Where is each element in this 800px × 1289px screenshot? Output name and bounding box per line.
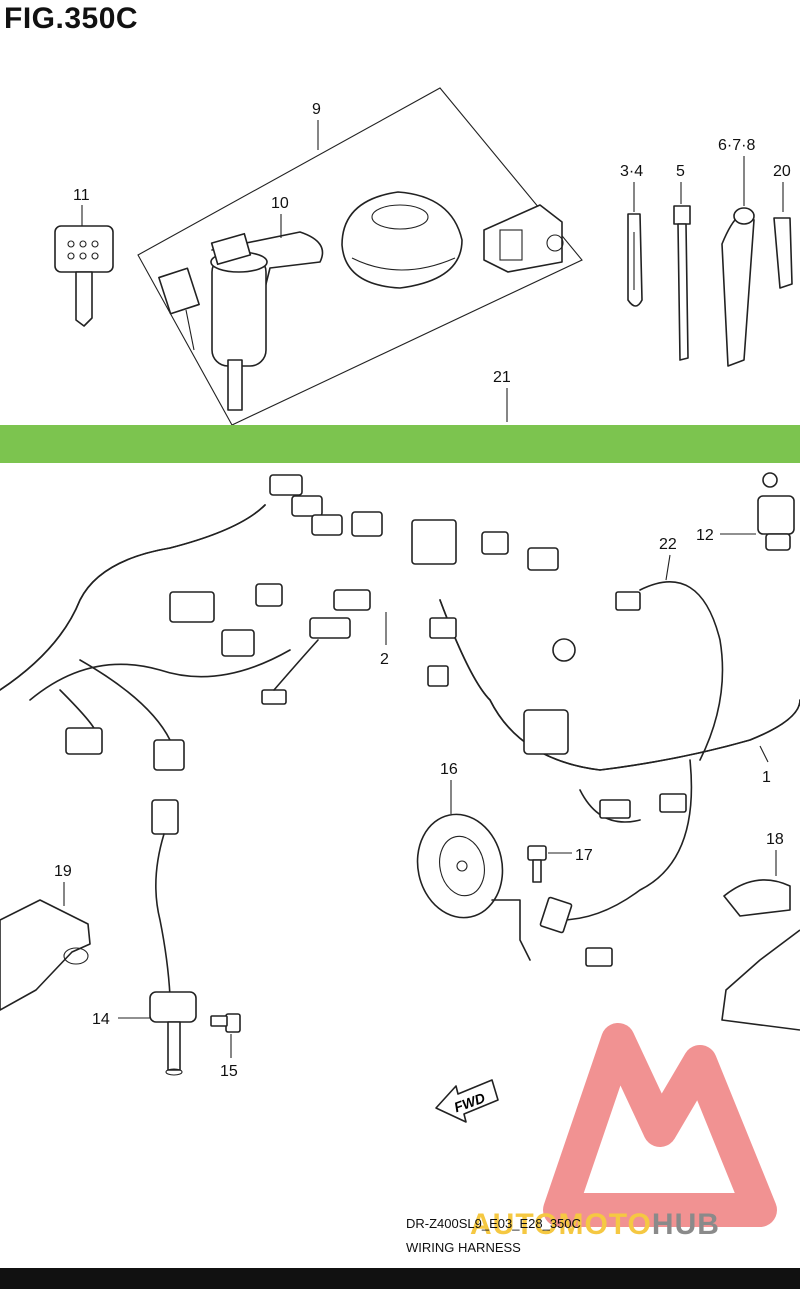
model-code: DR-Z400SL9_E03_E28_350C — [406, 1216, 581, 1231]
callout-22: 22 — [659, 536, 677, 553]
callout-15: 15 — [220, 1063, 238, 1080]
callout-11: 11 — [73, 187, 90, 204]
callout-17: 17 — [575, 847, 593, 864]
harness-right: 1 22 — [411, 519, 800, 967]
seat-lock — [483, 204, 564, 273]
brand-part-b: HUB — [651, 1208, 720, 1241]
callout-5: 5 — [676, 163, 685, 180]
callout-9: 9 — [312, 101, 321, 118]
bolt-17: 17 — [527, 845, 593, 883]
harness-left: 2 — [0, 474, 389, 771]
sensor-14: 14 — [92, 799, 197, 1076]
callout-1: 1 — [762, 769, 771, 786]
fuel-cap — [341, 191, 463, 289]
ignition-kit-group: 9 10 — [137, 87, 583, 426]
horn: 16 — [416, 761, 531, 961]
callout-18: 18 — [766, 831, 784, 848]
side-stand-switch: 12 — [696, 472, 795, 551]
callout-21: 21 — [493, 369, 511, 386]
bottom-bar — [0, 1268, 800, 1289]
callout-20: 20 — [773, 163, 791, 180]
callout-14: 14 — [92, 1011, 110, 1028]
bracket-18: 18 — [721, 831, 800, 1031]
figure-title: FIG.350C — [4, 2, 139, 35]
callout-19: 19 — [54, 863, 72, 880]
section-name: WIRING HARNESS — [406, 1240, 521, 1255]
forward-arrow: FWD — [435, 1079, 499, 1123]
callout-3-4: 3·4 — [620, 163, 643, 180]
key: 11 — [54, 187, 114, 327]
callout-16: 16 — [440, 761, 458, 778]
watermark-brand: AUTOMOTOHUB — [470, 1208, 720, 1242]
callout-2: 2 — [380, 651, 389, 668]
banner-strip — [0, 425, 800, 463]
bracket-19: 19 — [0, 863, 91, 1011]
bolt-15: 15 — [210, 1013, 241, 1080]
callout-10: 10 — [271, 195, 289, 212]
callout-6-7-8: 6·7·8 — [718, 137, 755, 154]
callout-12: 12 — [696, 527, 714, 544]
watermark-logo — [543, 1023, 777, 1227]
brand-part-a: AUTOMOTO — [470, 1208, 652, 1241]
clamps-group: 3·4 5 6·7·8 20 — [620, 137, 793, 367]
ignition-switch — [158, 231, 324, 411]
